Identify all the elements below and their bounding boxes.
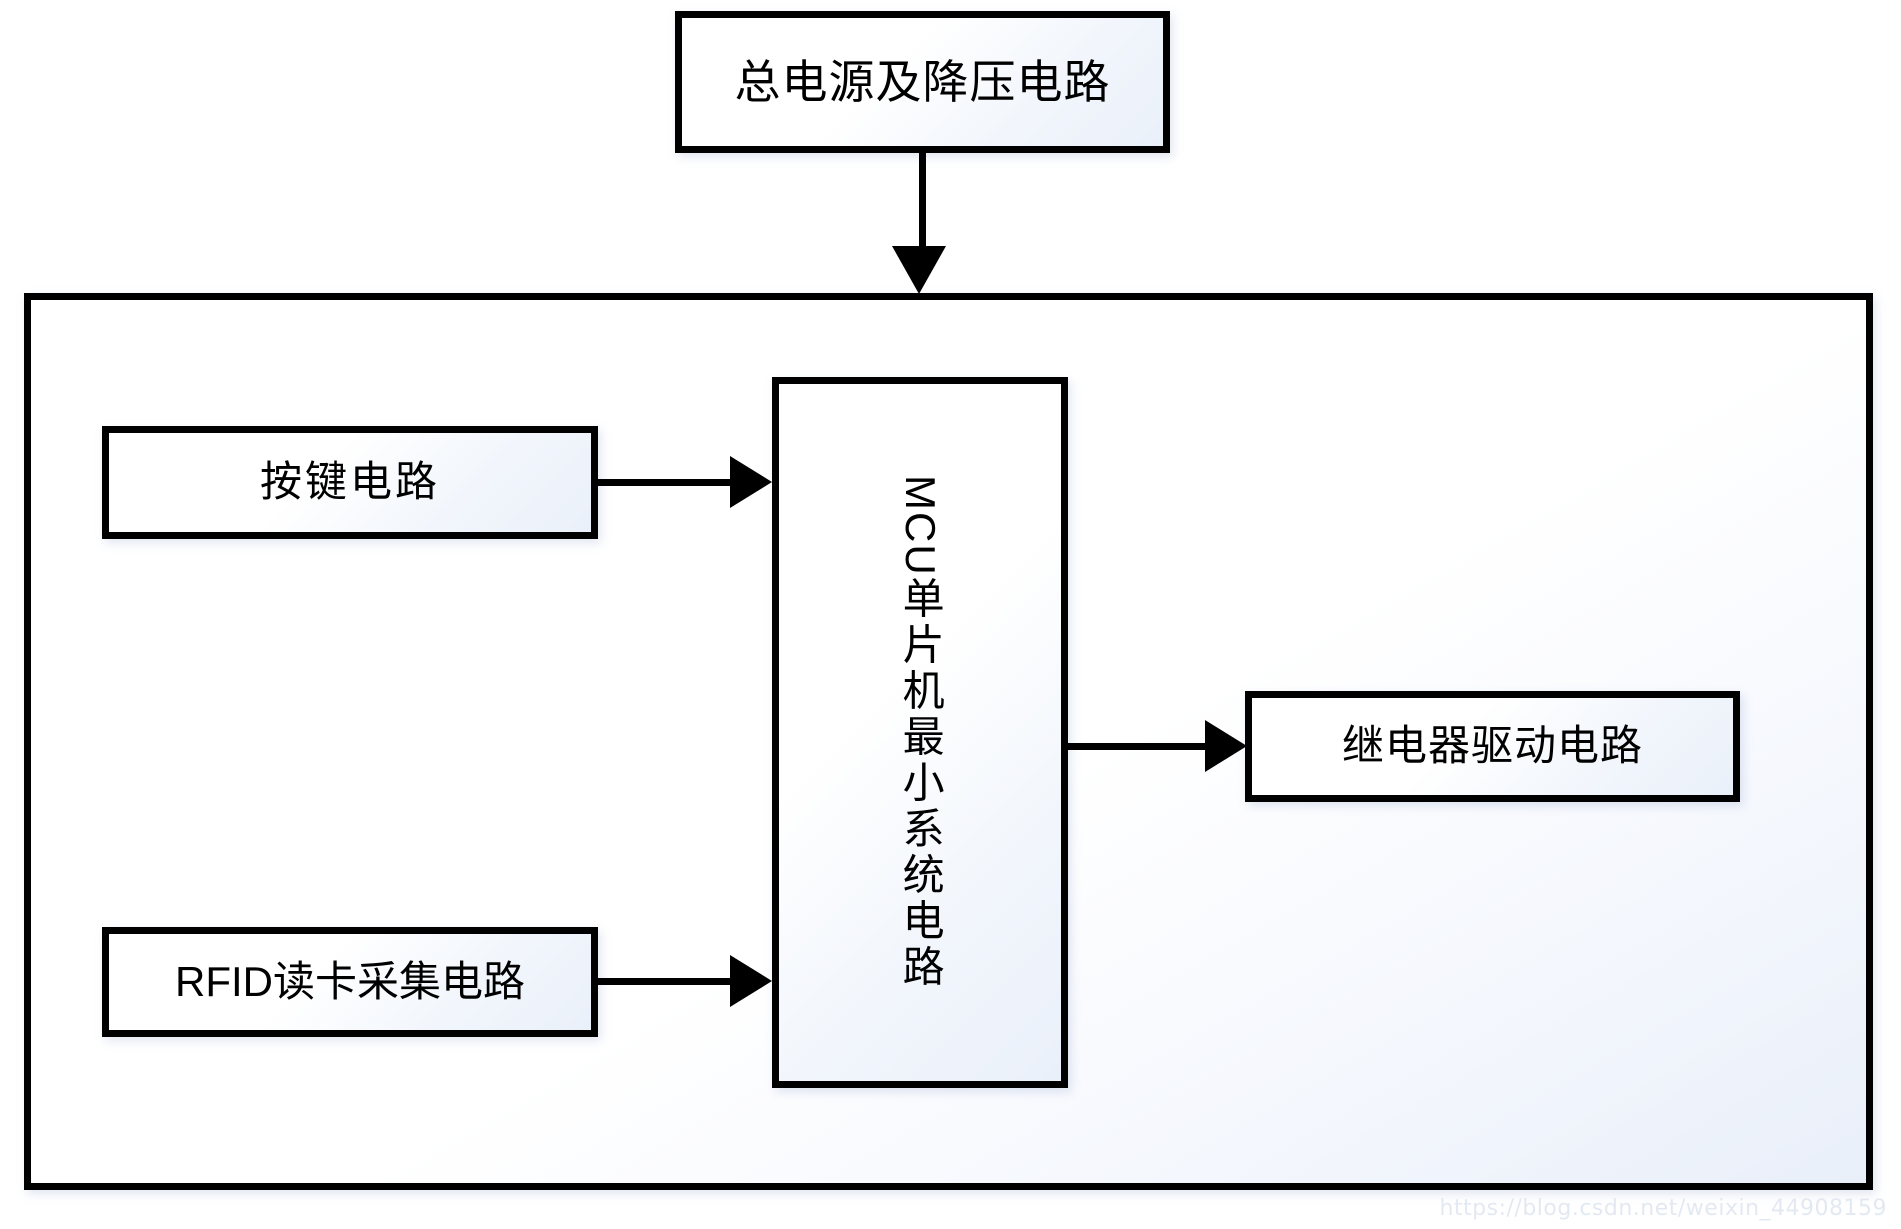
connector-key-to-mcu-line	[595, 479, 735, 486]
connector-power-to-system-line	[919, 150, 926, 250]
connector-key-to-mcu-arrowhead-icon	[730, 456, 772, 508]
connector-mcu-to-relay-line	[1065, 743, 1210, 750]
block-mcu-label-latin: MCU	[897, 474, 945, 577]
block-mcu-minimum-system-label: MCU单片机最小系统电路	[897, 474, 945, 991]
block-relay-driver-circuit-label: 继电器驱动电路	[1341, 722, 1643, 770]
connector-rfid-to-mcu-line	[595, 978, 735, 985]
block-key-circuit[interactable]: 按键电路	[102, 426, 598, 539]
connector-rfid-to-mcu-arrowhead-icon	[730, 955, 772, 1007]
connector-power-to-system-arrowhead-icon	[892, 246, 946, 294]
block-rfid-circuit-label: RFID读卡采集电路	[175, 957, 525, 1005]
block-mcu-minimum-system[interactable]: MCU单片机最小系统电路	[772, 377, 1068, 1088]
connector-mcu-to-relay-arrowhead-icon	[1205, 720, 1247, 772]
block-key-circuit-label: 按键电路	[259, 458, 440, 506]
block-power-supply-label: 总电源及降压电路	[734, 55, 1111, 108]
source-watermark: https://blog.csdn.net/weixin_44908159	[1439, 1196, 1887, 1221]
block-mcu-label-cjk: 单片机最小系统电路	[897, 576, 945, 991]
block-rfid-circuit[interactable]: RFID读卡采集电路	[102, 927, 598, 1037]
block-relay-driver-circuit[interactable]: 继电器驱动电路	[1245, 691, 1740, 802]
block-power-supply[interactable]: 总电源及降压电路	[675, 11, 1170, 153]
